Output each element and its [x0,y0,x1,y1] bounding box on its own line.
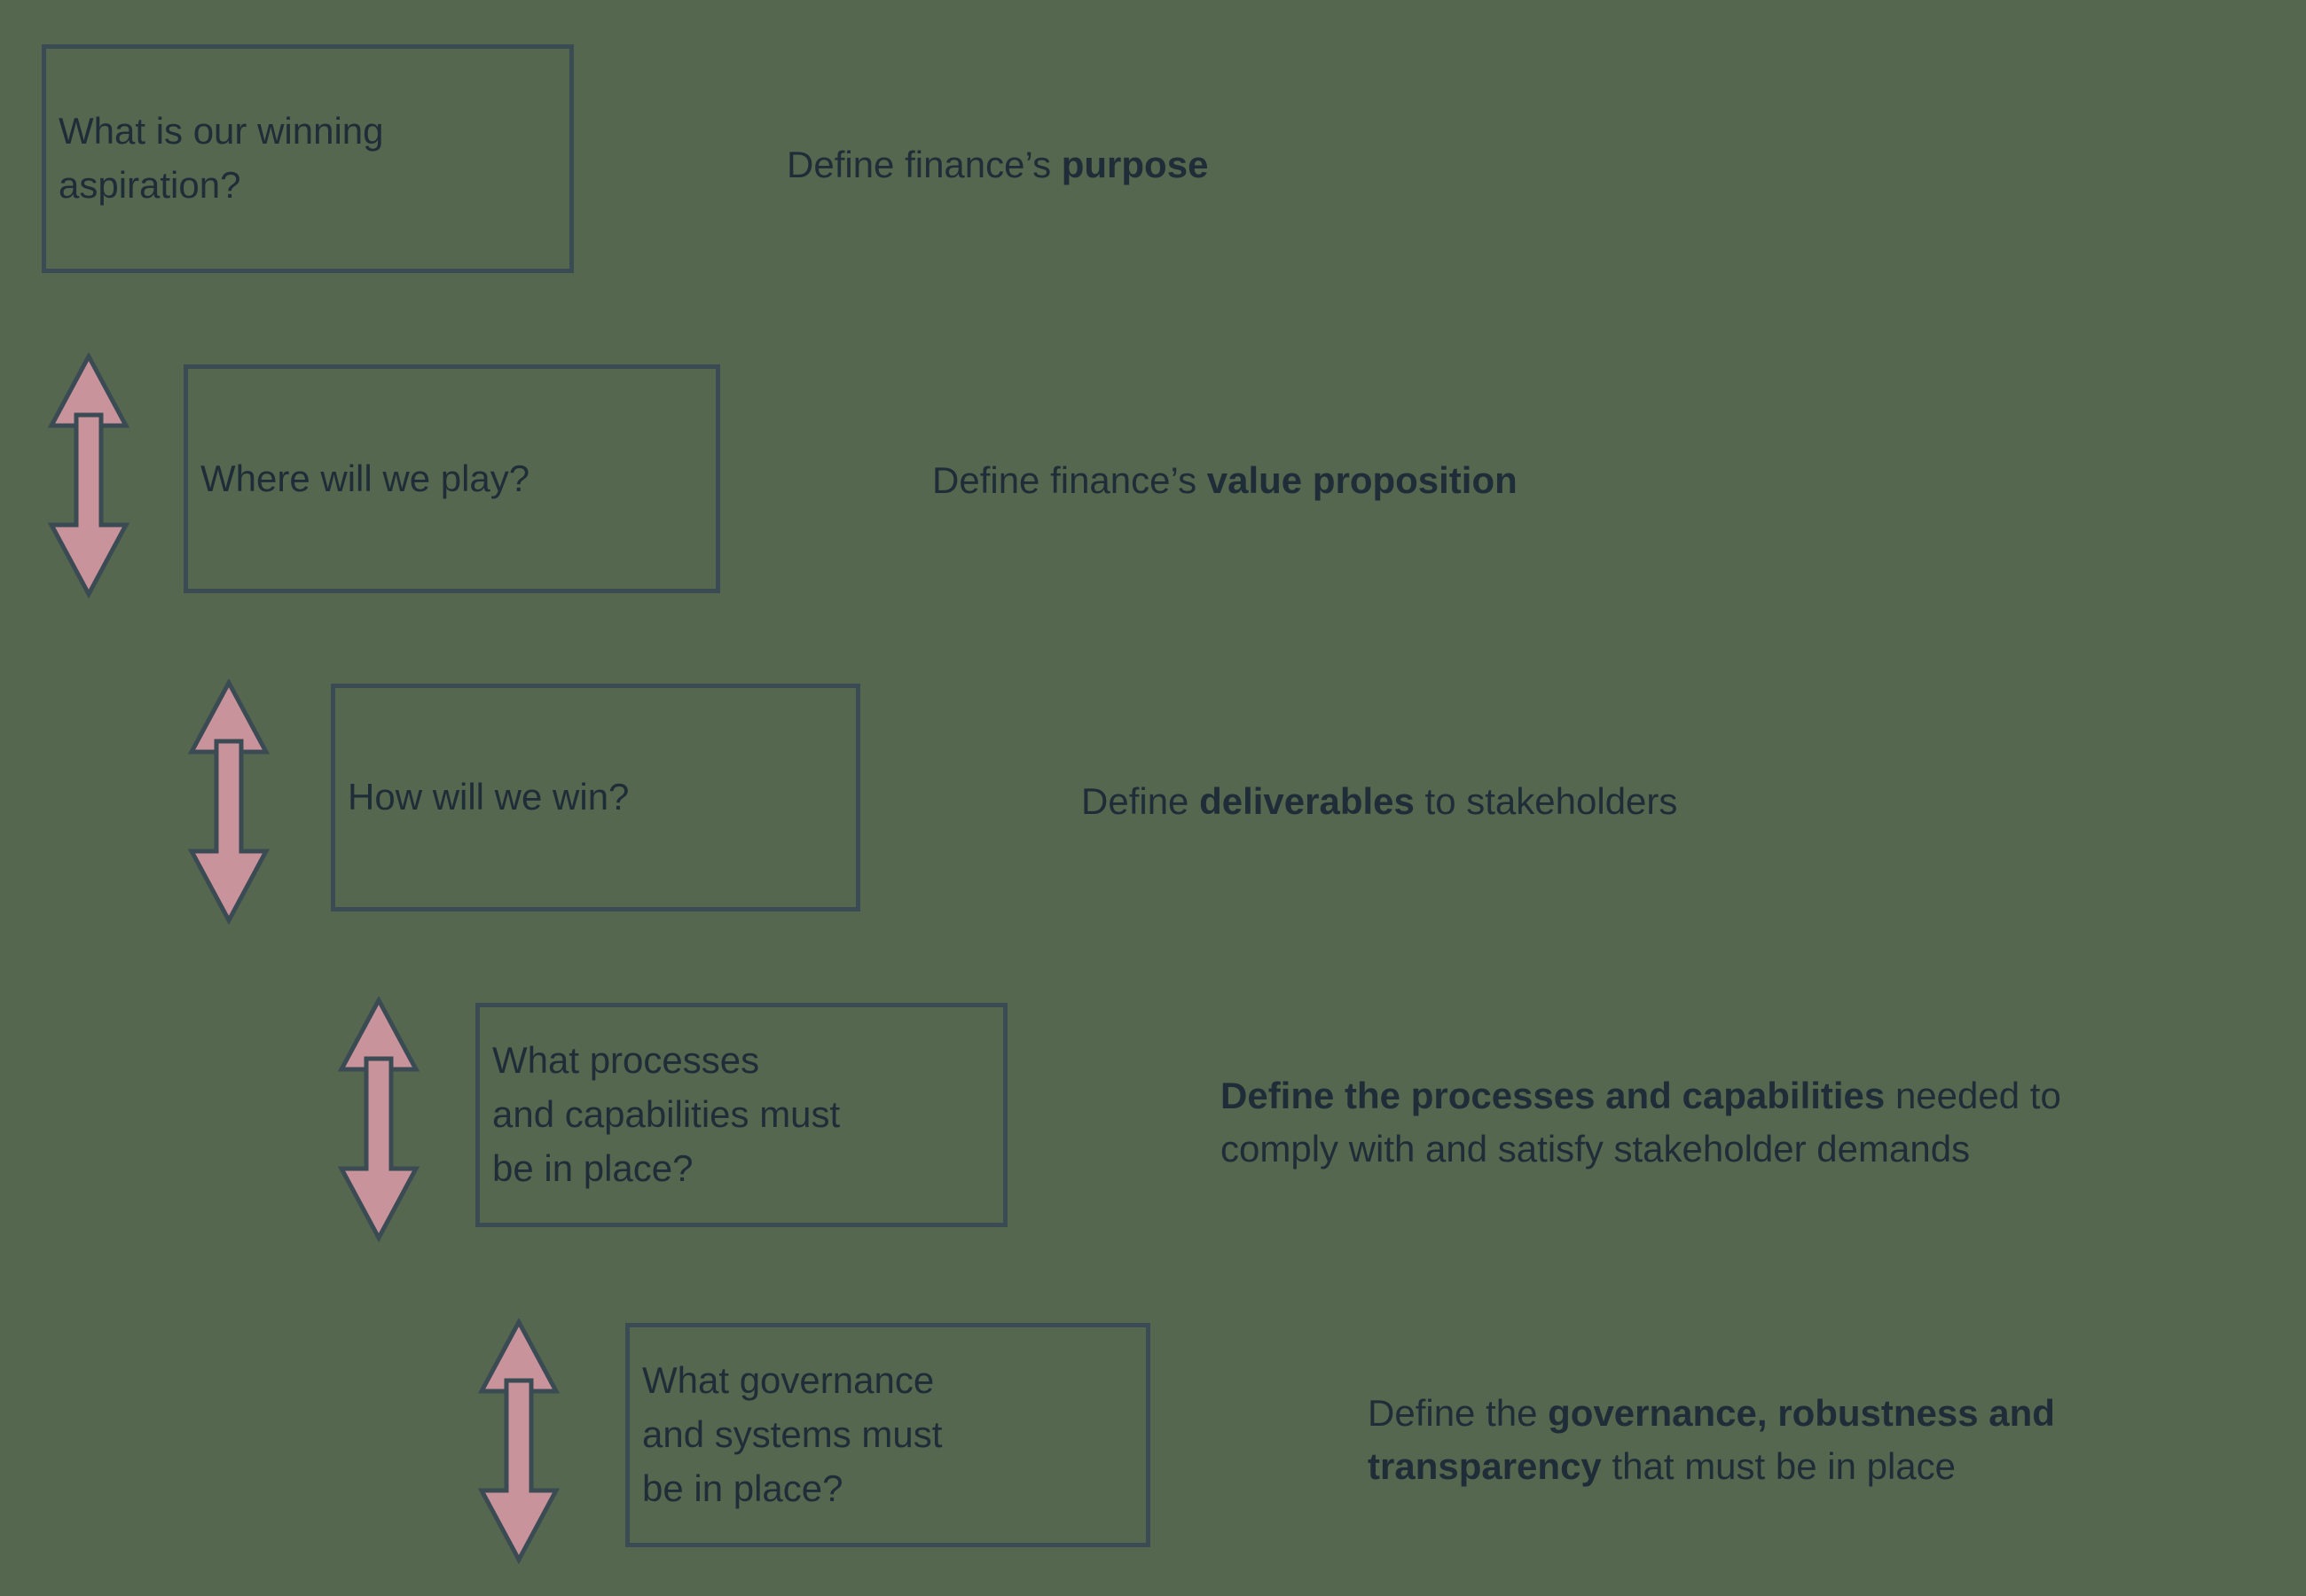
question-box-winning-aspiration: What is our winning aspiration? [42,44,574,273]
question-label: Where will we play? [200,457,530,499]
double-arrow-icon [187,679,271,925]
annotation-purpose: Define finance’s purpose [787,144,1209,185]
double-arrow-icon [477,1318,561,1564]
question-box-how-to-win: How will we win? [331,684,860,911]
annotation-governance-transparency: Define the governance, robustness and tr… [1368,1392,2055,1487]
question-box-where-to-play: Where will we play? [184,364,720,593]
question-label: What governance and systems must be in p… [642,1359,943,1509]
question-box-processes-capabilities: What processes and capabilities must be … [475,1003,1008,1227]
question-label: How will we win? [348,776,630,818]
question-label: What is our winning aspiration? [59,110,384,206]
question-label: What processes and capabilities must be … [492,1039,841,1189]
double-arrow-icon [337,997,420,1242]
annotation-processes-capabilities: Define the processes and capabilities ne… [1220,1075,2061,1170]
question-box-governance-systems: What governance and systems must be in p… [625,1323,1150,1547]
annotation-value-proposition: Define finance’s value proposition [932,459,1518,501]
double-arrow-icon [47,353,130,598]
annotation-deliverables: Define deliverables to stakeholders [1081,780,1678,822]
